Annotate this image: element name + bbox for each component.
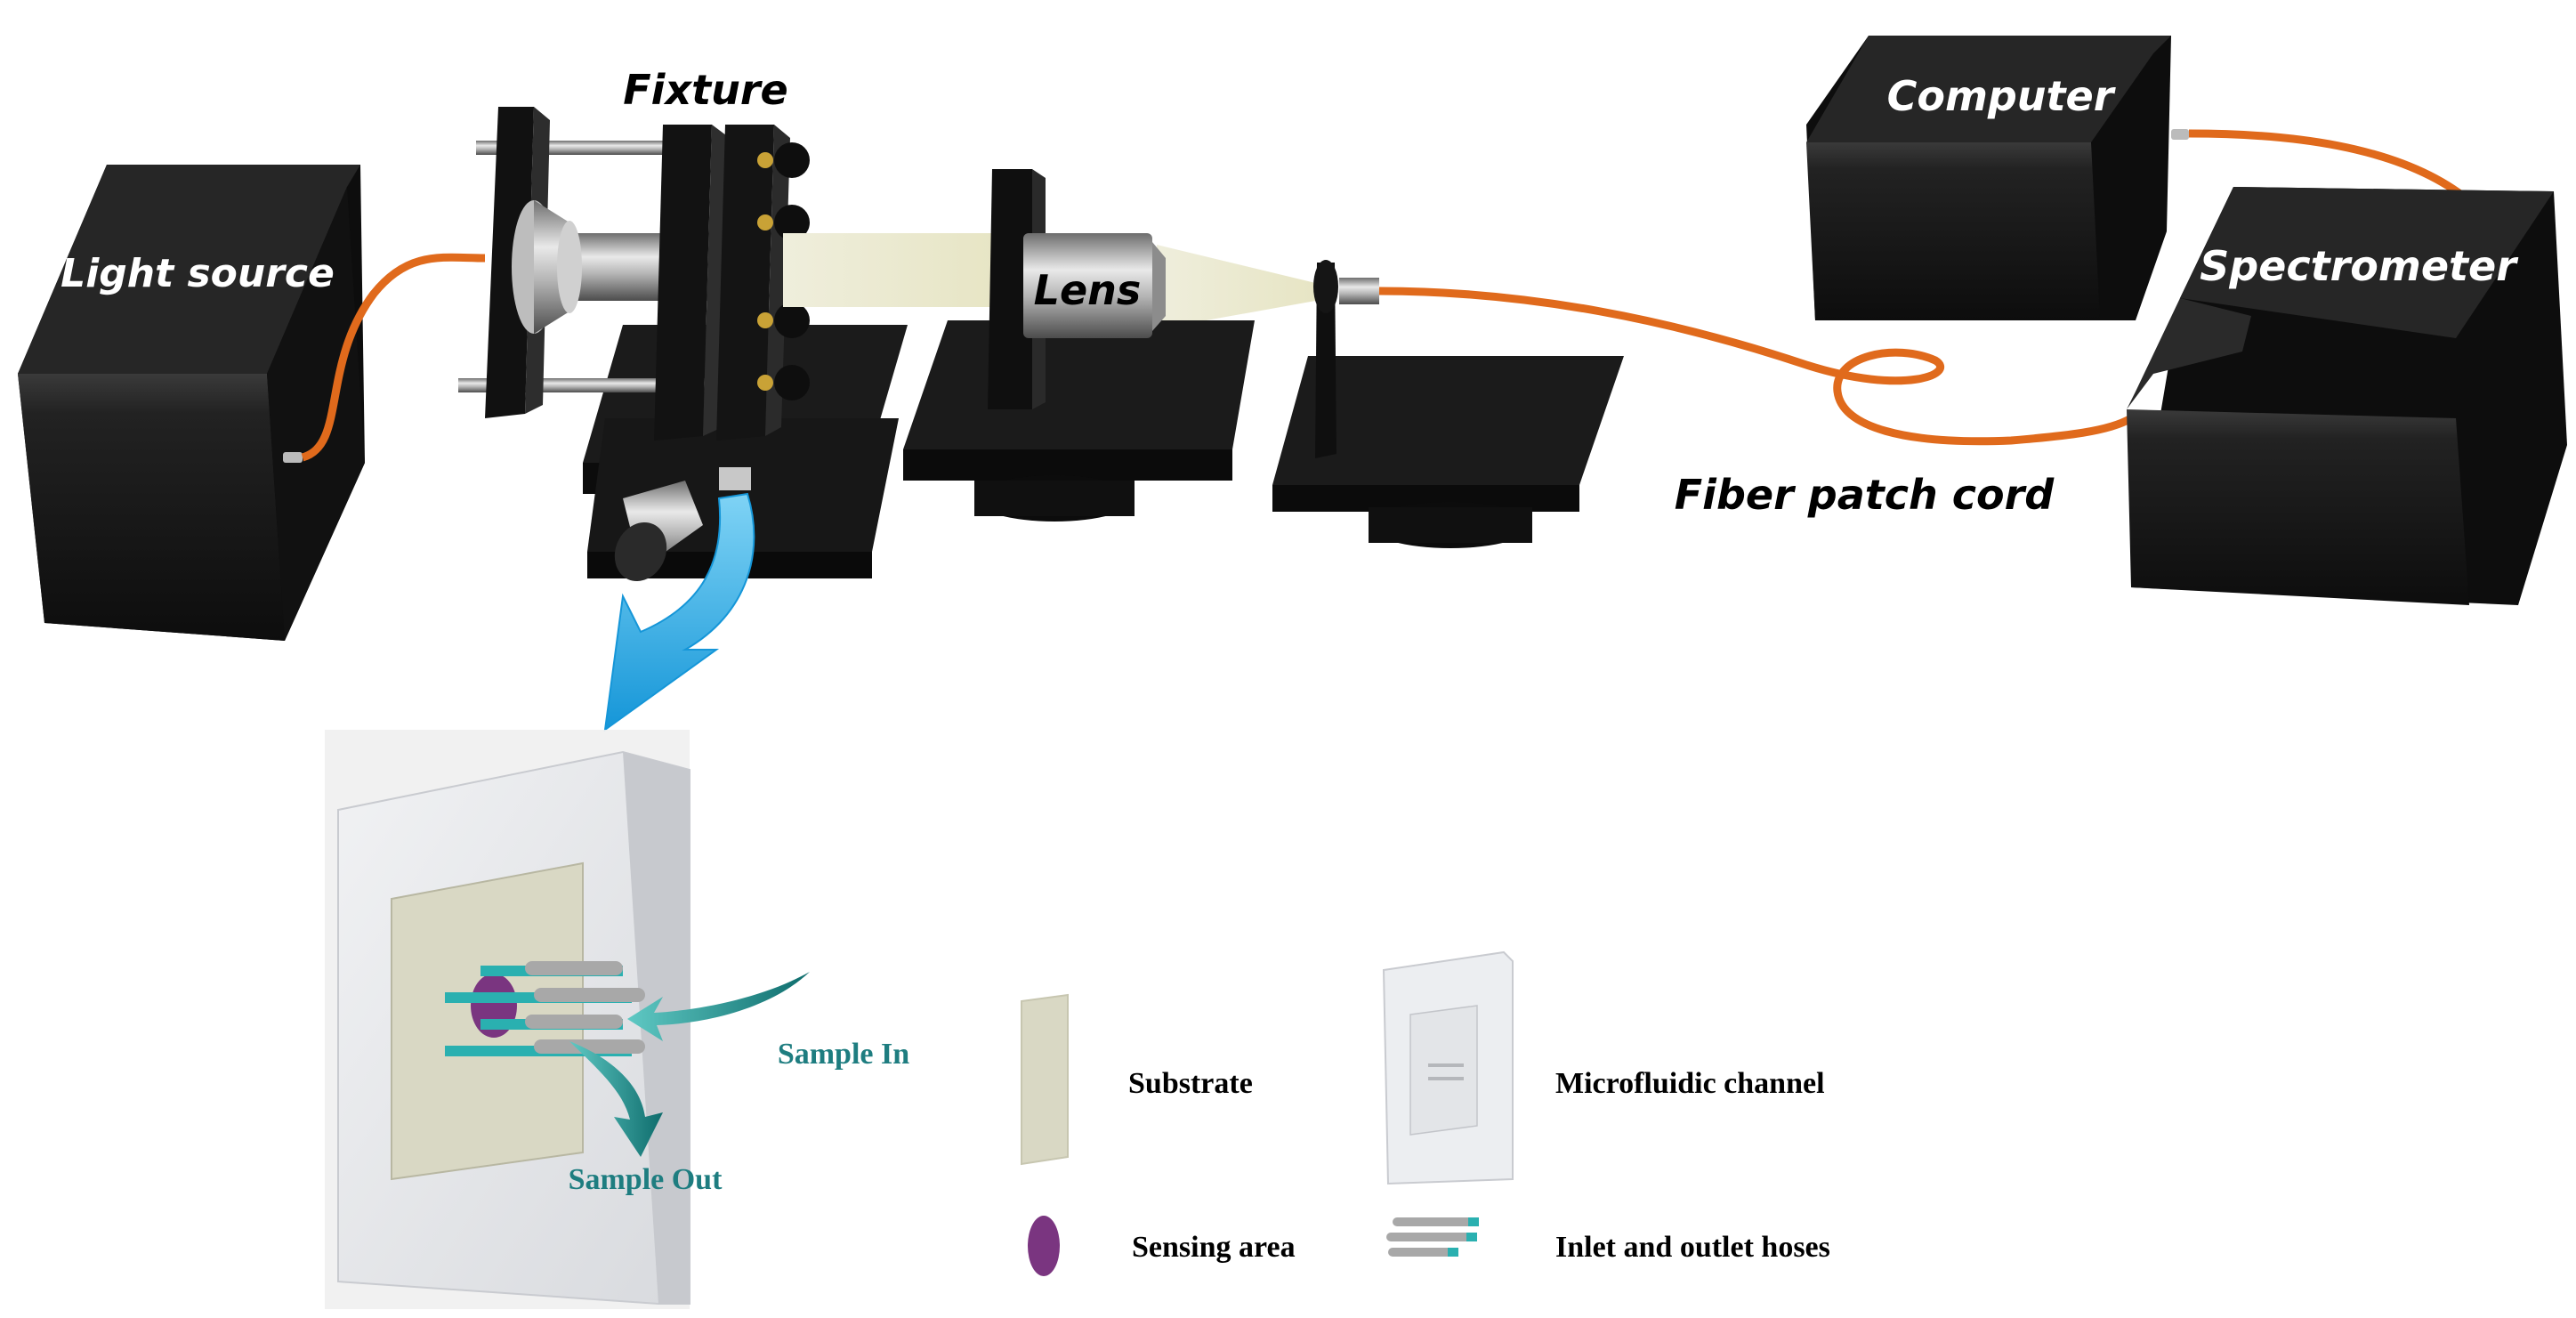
computer-spectrometer-cable: [2188, 129, 2476, 208]
focused-beam: [1157, 245, 1330, 329]
inlet-hoses: [445, 988, 645, 1056]
fixture-assembly: [458, 107, 908, 582]
sample-out-arrow: [569, 1041, 663, 1157]
legend-hoses-label: Inlet and outlet hoses: [1555, 1231, 1830, 1264]
legend-sensing-area-label: Sensing area: [1132, 1231, 1296, 1264]
lens-label: Lens: [1034, 266, 1142, 314]
light-source-device: [18, 165, 365, 641]
light-source-fiber: [301, 253, 486, 462]
outlet-hoses: [480, 961, 623, 1030]
sample-in-arrow: [627, 972, 810, 1041]
legend-substrate-swatch: [1021, 993, 1069, 1166]
computer-label: Computer: [1887, 72, 2117, 120]
sample-out-label: Sample Out: [569, 1163, 723, 1196]
lens-stage: [903, 169, 1255, 522]
collimated-beam: [783, 233, 1019, 307]
legend-microfluidic-channel-label: Microfluidic channel: [1555, 1067, 1825, 1100]
legend: Substrate Microfluidic channel Sensing a…: [1021, 950, 1830, 1276]
legend-sensing-area-swatch: [1028, 1216, 1060, 1276]
microfluidic-chip-zoom: [325, 730, 810, 1309]
spectrometer-label: Spectrometer: [2200, 242, 2519, 290]
fiber-patch-cord: [1378, 287, 2134, 446]
light-source-label: Light source: [61, 251, 335, 296]
fiber-coupler-stage: [1272, 260, 1624, 548]
zoom-callout-arrow: [603, 492, 755, 732]
fiber-patch-cord-label: Fiber patch cord: [1675, 471, 2055, 519]
fixture-label: Fixture: [623, 66, 787, 114]
computer-device: [1806, 36, 2189, 320]
legend-hoses-swatch: [1386, 1217, 1479, 1257]
legend-microfluidic-channel-swatch: [1382, 950, 1514, 1185]
legend-substrate-label: Substrate: [1128, 1067, 1253, 1100]
micrometer-connector: [719, 467, 751, 490]
sample-in-label: Sample In: [778, 1038, 909, 1071]
spectrometer-device: [2127, 187, 2567, 605]
